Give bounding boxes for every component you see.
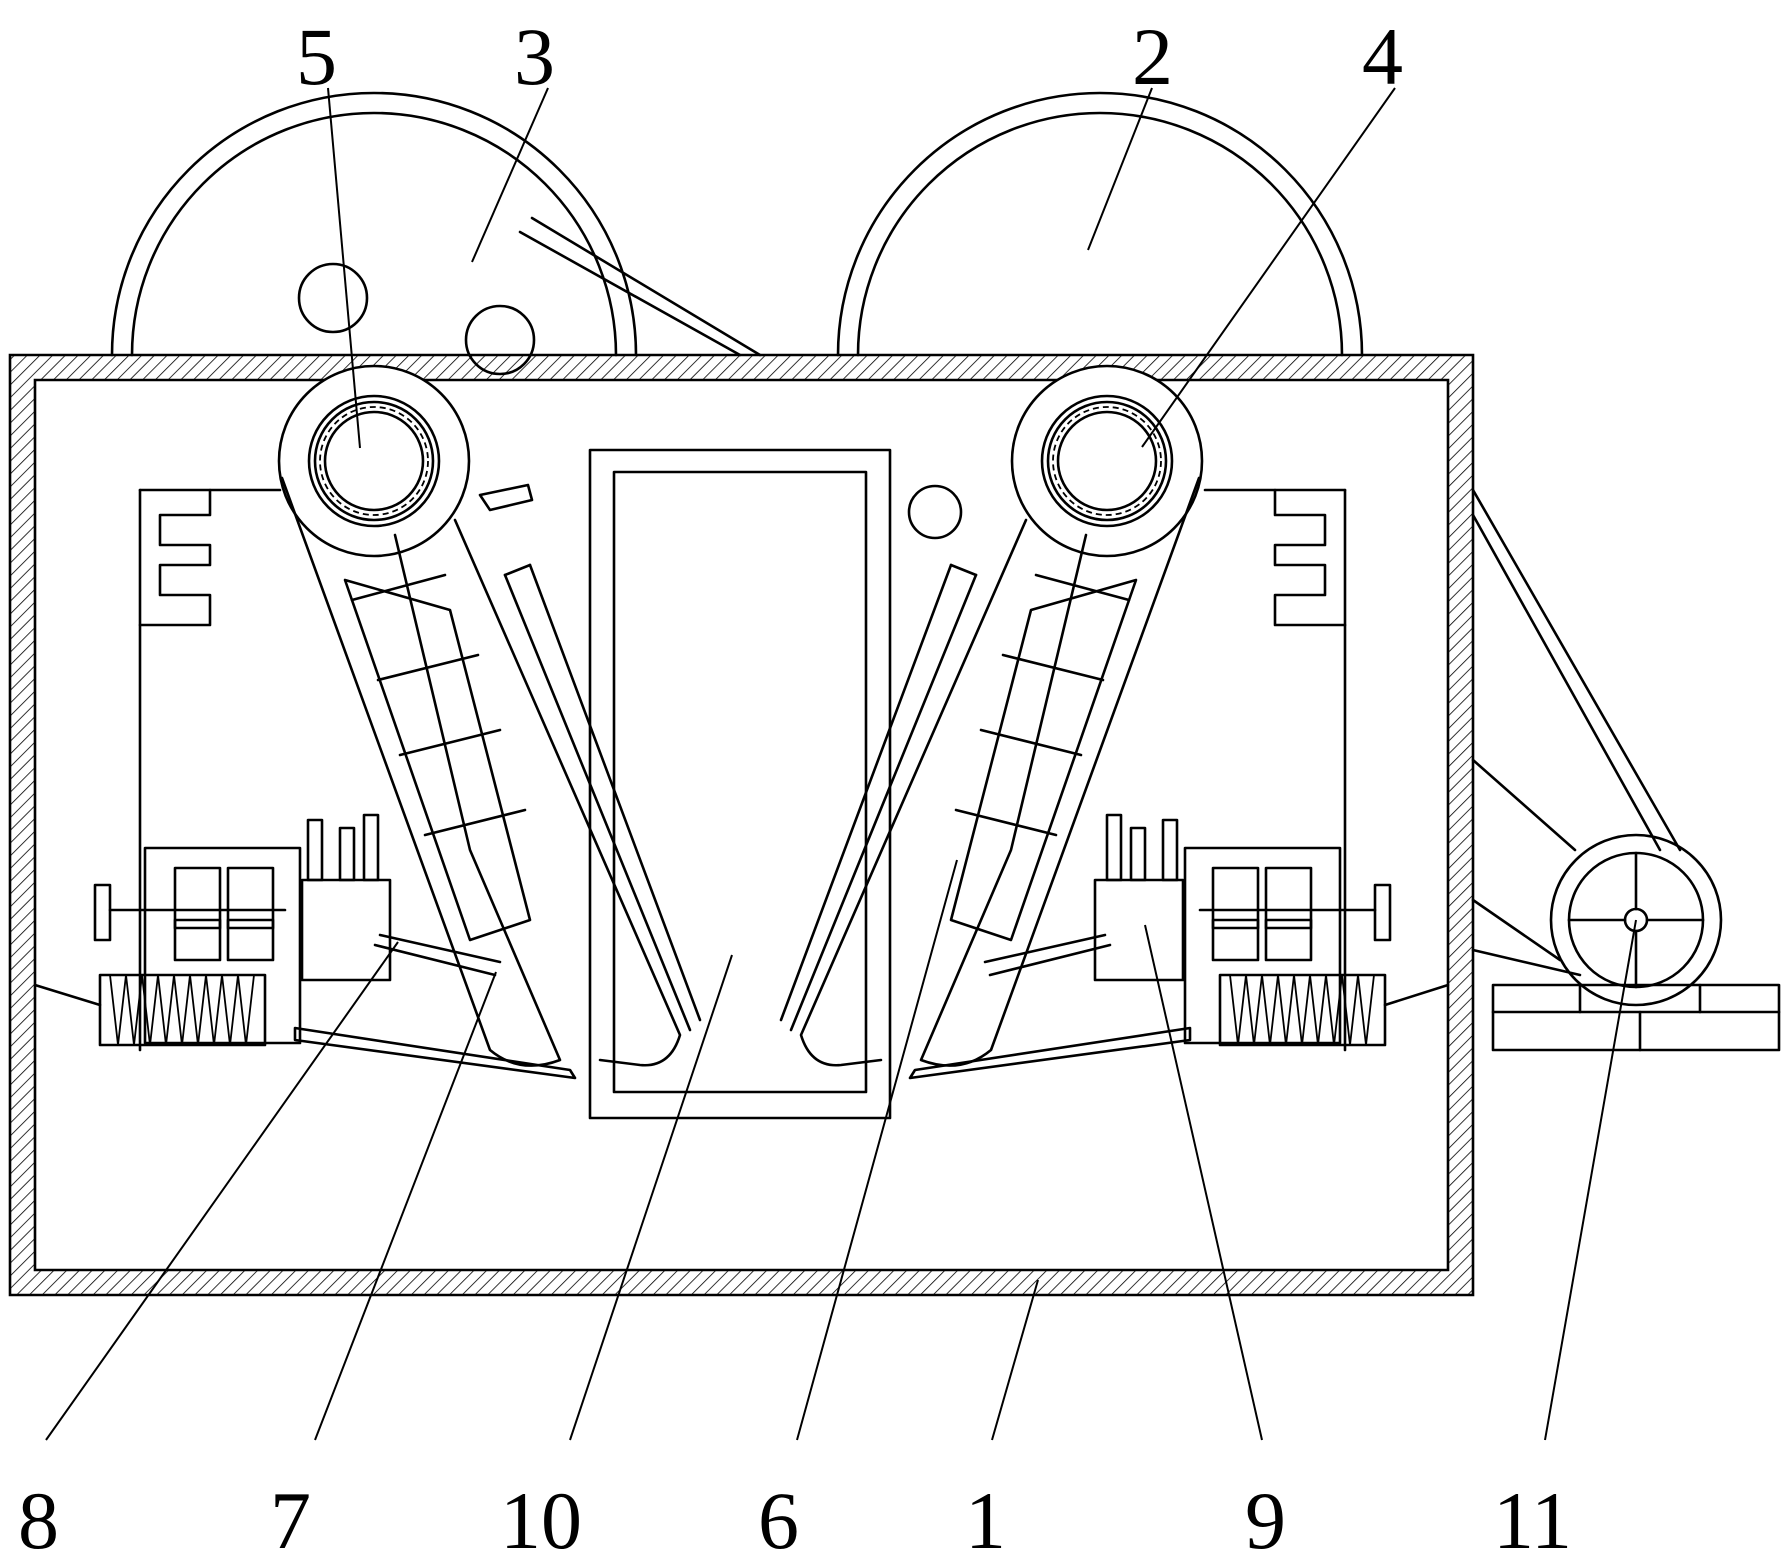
label-7: 7: [270, 1475, 311, 1565]
label-4: 4: [1362, 11, 1403, 102]
label-9: 9: [1245, 1475, 1286, 1565]
left-bearing: [277, 364, 471, 558]
left-top-pulley: [110, 91, 638, 376]
reference-numerals: 5 3 2 4 8 7 10 6 1 9 11: [18, 11, 1572, 1565]
right-swing-jaw: [779, 476, 1201, 1067]
motor-pulley: [1549, 833, 1723, 1007]
right-bearing: [1010, 364, 1204, 558]
right-top-pulley: [836, 91, 1364, 357]
motor-base: [1491, 983, 1781, 1052]
housing-frame: [8, 353, 1475, 1297]
label-10: 10: [500, 1475, 582, 1565]
left-lower-link: [293, 1026, 577, 1080]
central-chute: [588, 448, 892, 1120]
label-5: 5: [296, 11, 337, 102]
left-spring: [33, 973, 267, 1047]
leader-lines: [45, 87, 1637, 1441]
label-6: 6: [758, 1475, 799, 1565]
label-8: 8: [18, 1475, 59, 1565]
side-drive-belt: [1471, 488, 1682, 977]
right-cylinder: [983, 813, 1185, 982]
left-side-plate: [138, 488, 282, 1052]
left-gearbox: [93, 846, 302, 1045]
label-1: 1: [965, 1475, 1006, 1565]
label-2: 2: [1132, 11, 1173, 102]
label-3: 3: [514, 11, 555, 102]
left-cylinder: [300, 813, 502, 982]
left-swing-jaw: [280, 476, 702, 1067]
right-spring: [1218, 973, 1450, 1047]
right-side-plate: [1203, 488, 1347, 1052]
top-drive-belt: [518, 216, 762, 357]
label-11: 11: [1493, 1475, 1572, 1565]
right-gearbox: [1183, 846, 1392, 1045]
right-lower-link: [908, 1026, 1192, 1080]
